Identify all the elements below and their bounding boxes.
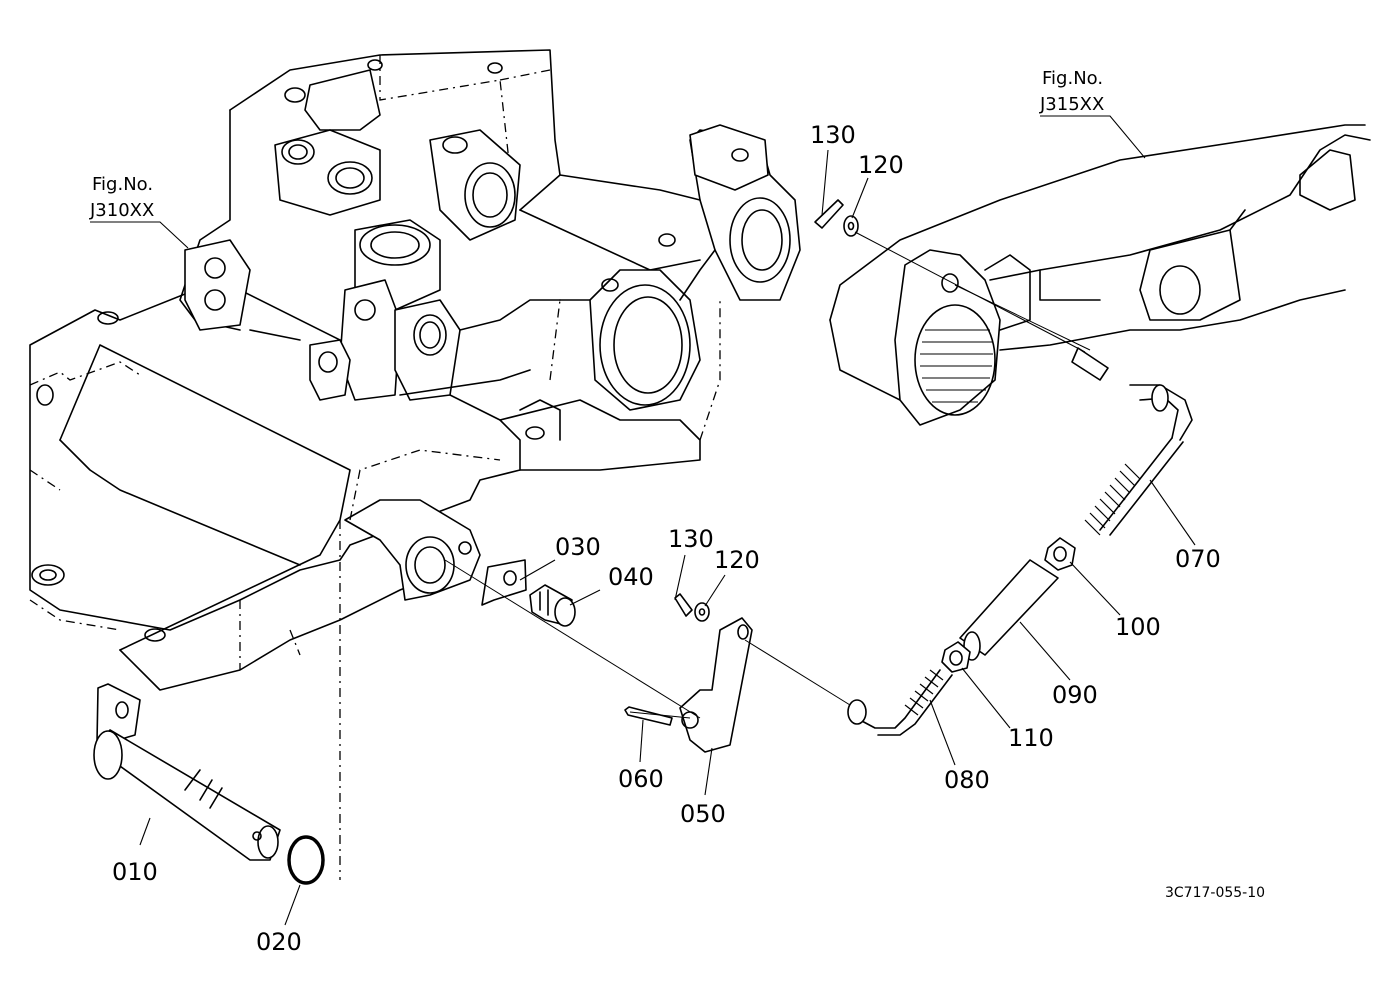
part-020-o-ring — [287, 835, 325, 885]
callout-120-lower: 120 — [714, 546, 760, 574]
part-130-cotter-lower — [674, 593, 693, 617]
callout-110: 110 — [1008, 724, 1054, 752]
part-070-rod — [1071, 347, 1193, 536]
drawing-number: 3C717-055-10 — [1165, 885, 1265, 901]
assembly-lines — [444, 231, 1091, 719]
part-060-pin — [624, 706, 673, 726]
hydraulic-housing — [29, 49, 801, 880]
part-050-lever — [679, 617, 753, 753]
callout-080: 080 — [944, 766, 990, 794]
callout-130-lower: 130 — [668, 525, 714, 553]
callout-120-upper: 120 — [858, 151, 904, 179]
part-110-nut — [941, 641, 971, 673]
fig-ref-label: Fig.No. — [92, 174, 153, 195]
part-010-shaft — [93, 683, 281, 861]
callout-020: 020 — [256, 928, 302, 956]
callout-050: 050 — [680, 800, 726, 828]
part-090-turnbuckle — [959, 559, 1059, 661]
part-120-washer-upper — [843, 215, 859, 237]
fig-ref-label: Fig.No. — [1042, 68, 1103, 89]
callout-labels: 010 020 030 040 130 120 060 050 080 110 … — [112, 121, 1221, 956]
fig-ref-j315xx: Fig.No. J315XX — [1039, 68, 1104, 115]
callout-030: 030 — [555, 533, 601, 561]
callout-130-upper: 130 — [810, 121, 856, 149]
fig-ref-number: J315XX — [1039, 94, 1104, 115]
fig-ref-number: J310XX — [89, 200, 154, 221]
callout-070: 070 — [1175, 545, 1221, 573]
callout-060: 060 — [618, 765, 664, 793]
callout-090: 090 — [1052, 681, 1098, 709]
part-120-washer-lower — [694, 602, 710, 622]
callout-010: 010 — [112, 858, 158, 886]
part-100-nut — [1044, 537, 1076, 571]
leader-lines — [90, 115, 1196, 926]
part-130-cotter-upper — [814, 199, 844, 229]
part-040-plug — [529, 584, 576, 627]
fig-ref-j310xx: Fig.No. J310XX — [89, 174, 154, 221]
callout-100: 100 — [1115, 613, 1161, 641]
callout-040: 040 — [608, 563, 654, 591]
part-030-bracket — [481, 559, 527, 606]
part-080-rod — [847, 669, 953, 736]
